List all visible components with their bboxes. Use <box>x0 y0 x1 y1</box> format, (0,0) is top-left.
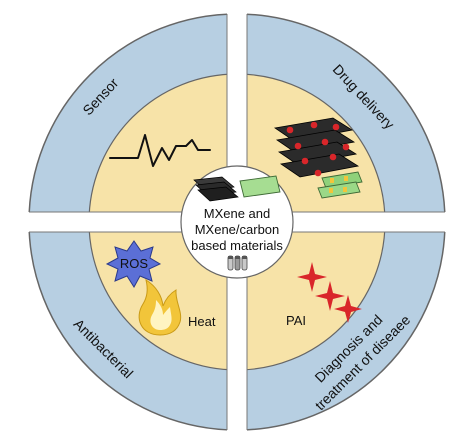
center-title-line2: MXene/carbon <box>195 222 280 237</box>
pai-stars-icon <box>297 262 362 323</box>
drug-delivery-layers-icon <box>273 117 360 178</box>
mxene-stack-icon <box>193 176 239 202</box>
sensor-waveform-icon <box>109 134 211 167</box>
vials-icon <box>227 255 248 271</box>
ros-label: ROS <box>120 256 149 271</box>
heat-label: Heat <box>188 314 216 329</box>
mxene-carbon-sheet-icon <box>239 175 281 198</box>
center-title-line1: MXene and <box>204 206 271 221</box>
pai-label: PAI <box>286 313 306 328</box>
ros-burst-icon <box>105 240 162 288</box>
flame-icon <box>138 278 182 336</box>
center-title-line3: based materials <box>191 238 283 253</box>
drug-delivery-sheets-icon <box>317 171 363 199</box>
